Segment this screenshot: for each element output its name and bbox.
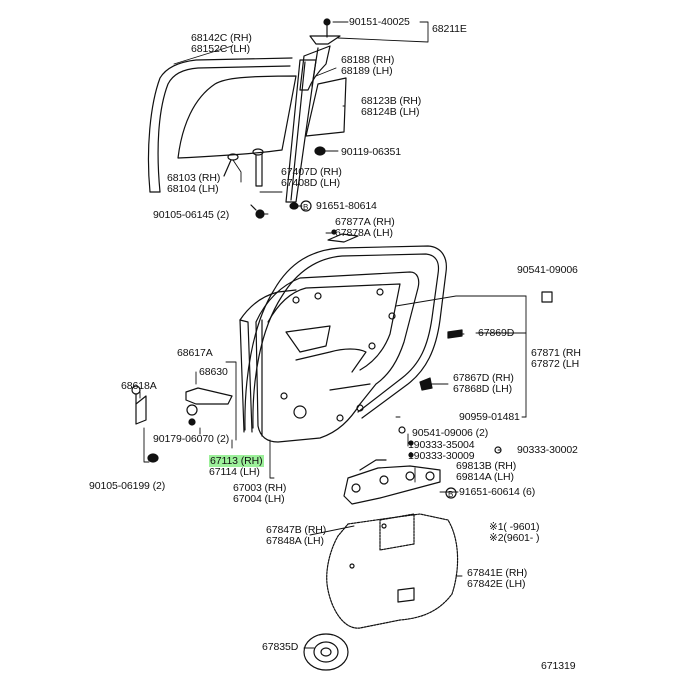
armrest-pad — [379, 513, 415, 551]
diagram-id: 671319 — [541, 660, 576, 672]
label-68142C: 68142C (RH) — [191, 32, 252, 44]
top-bracket — [309, 18, 341, 45]
label-90179-06070: 90179-06070 (2) — [153, 433, 230, 445]
label-67871: 67871 (RH — [531, 347, 581, 359]
label-90541-09006-2: 90541-09006 (2) — [412, 427, 489, 439]
label-90333-30002: 90333-30002 — [517, 444, 578, 456]
label-67841E: 67841E (RH) — [467, 567, 528, 579]
label-68103: 68103 (RH) — [167, 172, 221, 184]
division-bar — [285, 59, 317, 203]
clip-90541-top — [541, 291, 553, 303]
marker-circles — [300, 200, 457, 499]
label-67878A: 67878A (LH) — [335, 227, 393, 239]
callout-lines — [139, 21, 547, 649]
label-68630: 68630 — [199, 366, 228, 378]
label-67869D: 67869D — [478, 327, 515, 339]
marker-b-2: B — [448, 490, 453, 499]
label-90105-06199: 90105-06199 (2) — [89, 480, 166, 492]
glass-run-channel — [147, 57, 293, 193]
label-67004: 67004 (LH) — [233, 493, 285, 505]
bolt-90119 — [314, 146, 326, 156]
label-68124B: 68124B (LH) — [361, 106, 420, 118]
label-67867D: 67867D (RH) — [453, 372, 514, 384]
label-68618A: 68618A — [121, 380, 157, 392]
label-67868D: 67868D (LH) — [453, 383, 513, 395]
legend-note-1: ※1( -9601) — [489, 521, 540, 533]
bolt-90105-06199 — [147, 453, 159, 463]
window-regulator — [343, 459, 441, 505]
label-67872: 67872 (LH — [531, 358, 580, 370]
label-90541-09006-top: 90541-09006 — [517, 264, 578, 276]
quarter-window-weatherstrip — [299, 45, 331, 91]
label-67408D: 67408D (LH) — [281, 177, 341, 189]
label-90959-01481: 90959-01481 — [459, 411, 520, 423]
door-glass — [177, 75, 297, 187]
label-67113: 67113 (RH) — [209, 455, 264, 467]
label-67842E: 67842E (LH) — [467, 578, 526, 590]
label-67848A: 67848A (LH) — [266, 535, 324, 547]
label-67003: 67003 (RH) — [233, 482, 287, 494]
bolt-90105-06145 — [250, 204, 265, 219]
label-68123B: 68123B (RH) — [361, 95, 422, 107]
label-69813B: 69813B (RH) — [456, 460, 517, 472]
label-67877A: 67877A (RH) — [335, 216, 395, 228]
label-90151-40025: 90151-40025 — [349, 16, 410, 28]
label-68617A: 68617A — [177, 347, 213, 359]
clips-lower — [398, 426, 502, 458]
label-67407D: 67407D (RH) — [281, 166, 342, 178]
label-91651-60614: 91651-60614 (6) — [459, 486, 536, 498]
label-68189: 68189 (LH) — [341, 65, 393, 77]
label-67835D: 67835D — [262, 641, 299, 653]
label-91651-80614: 91651-80614 — [316, 200, 377, 212]
label-68188: 68188 (RH) — [341, 54, 395, 66]
label-67114: 67114 (LH) — [209, 466, 260, 478]
marker-b-1: B — [303, 203, 308, 212]
label-190333-35004: 190333-35004 — [408, 439, 475, 451]
label-68152C: 68152C (LH) — [191, 43, 251, 55]
label-68104: 68104 (LH) — [167, 183, 219, 195]
legend-note-2: ※2(9601- ) — [489, 532, 540, 544]
label-190333-30009: 190333-30009 — [408, 450, 475, 462]
label-68211E: 68211E — [432, 23, 467, 35]
label-69814A: 69814A (LH) — [456, 471, 514, 483]
label-90119: 90119-06351 — [341, 146, 402, 158]
label-67847B: 67847B (RH) — [266, 524, 327, 536]
door-frame — [239, 289, 297, 433]
door-panel — [255, 271, 420, 443]
quarter-glass — [305, 77, 347, 137]
service-hole-cover — [326, 513, 459, 629]
speaker — [303, 633, 349, 671]
door-hinge — [185, 387, 233, 426]
label-90105-06145: 90105-06145 (2) — [153, 209, 230, 221]
top-weatherstrip — [327, 229, 359, 243]
door-check — [131, 385, 147, 425]
